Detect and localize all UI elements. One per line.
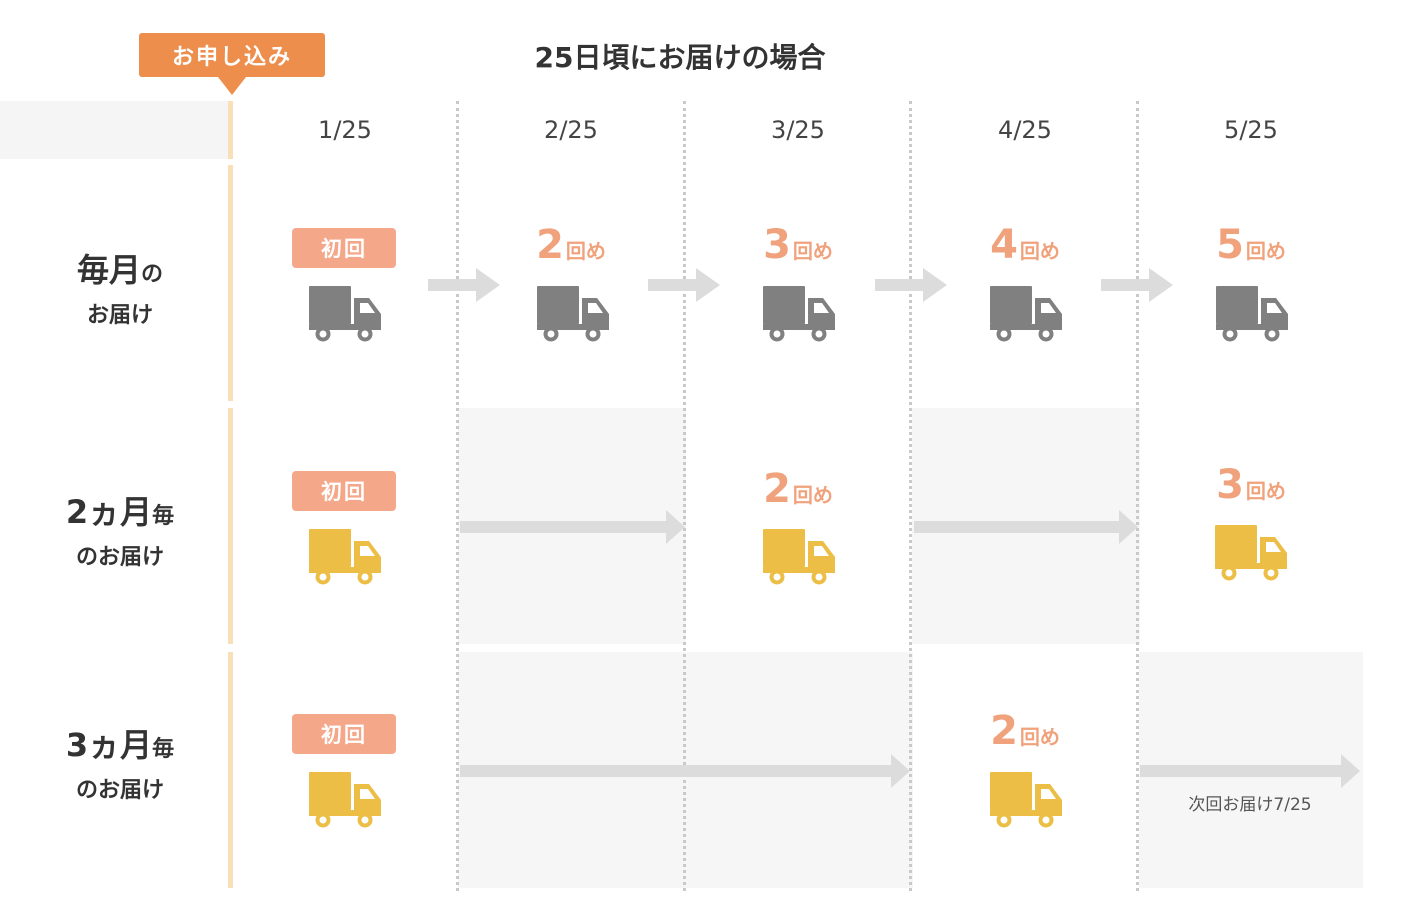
delivery-count-suffix: 回め: [565, 239, 606, 263]
first-delivery-badge: 初回: [292, 471, 396, 511]
truck-icon: [307, 284, 383, 344]
truck-icon: [307, 527, 383, 587]
timeline-axis-segment: [228, 652, 233, 888]
pointer-down-icon: [218, 77, 246, 95]
arrow-right-icon: [648, 268, 720, 302]
truck-icon: [307, 770, 383, 830]
header-strip: [0, 101, 230, 159]
date-label: 1/25: [318, 116, 372, 144]
arrow-right-icon: [1140, 754, 1360, 788]
delivery-count-suffix: 回め: [1019, 239, 1060, 263]
truck-icon: [988, 770, 1064, 830]
date-label: 3/25: [771, 116, 825, 144]
delivery-count-number: 2: [990, 708, 1018, 754]
truck-icon: [761, 284, 837, 344]
truck-icon: [535, 284, 611, 344]
delivery-count-number: 5: [1216, 222, 1244, 268]
month-divider: [683, 101, 686, 891]
row-label-suffix: 毎: [152, 737, 175, 762]
timeline-axis-segment: [228, 101, 233, 159]
row-label-line2: お届け: [86, 303, 153, 328]
delivery-count-suffix: 回め: [792, 483, 833, 507]
delivery-count-number: 2: [763, 466, 791, 512]
delivery-count-number: 2: [536, 222, 564, 268]
row-label-suffix: 毎: [152, 504, 175, 529]
delivery-count-number: 3: [763, 222, 791, 268]
arrow-right-icon: [460, 510, 685, 544]
month-divider: [1136, 101, 1139, 891]
delivery-count-number: 3: [1216, 462, 1244, 508]
row-label-trimonthly: 3ヵ月毎 のお届け: [30, 725, 210, 811]
row-label-monthly: 毎月の お届け: [30, 250, 210, 336]
delivery-count-suffix: 回め: [792, 239, 833, 263]
truck-icon: [1214, 284, 1290, 344]
diagram-title: 25日頃にお届けの場合: [534, 41, 826, 74]
apply-badge: お申し込み: [139, 33, 325, 77]
timeline-axis-segment: [228, 408, 233, 644]
delivery-count-suffix: 回め: [1245, 239, 1286, 263]
truck-icon: [1213, 523, 1289, 583]
timeline-axis-segment: [228, 165, 233, 401]
row-label-main: 3ヵ月: [65, 726, 153, 764]
delivery-count-suffix: 回め: [1245, 479, 1286, 503]
date-label: 2/25: [544, 116, 598, 144]
first-delivery-badge: 初回: [292, 714, 396, 754]
date-label: 4/25: [998, 116, 1052, 144]
first-delivery-badge: 初回: [292, 228, 396, 268]
row-label-main: 毎月: [76, 251, 141, 289]
arrow-right-icon: [428, 268, 500, 302]
month-divider: [456, 101, 459, 891]
delivery-count-suffix: 回め: [1019, 725, 1060, 749]
month-divider: [909, 101, 912, 891]
row-label-line2: のお届け: [75, 778, 164, 803]
arrow-right-icon: [914, 510, 1138, 544]
arrow-right-icon: [875, 268, 947, 302]
row-label-bimonthly: 2ヵ月毎 のお届け: [30, 492, 210, 578]
row-label-line2: のお届け: [75, 545, 164, 570]
row-label-suffix: の: [141, 262, 164, 287]
date-label: 5/25: [1224, 116, 1278, 144]
next-delivery-note: 次回お届け7/25: [1188, 795, 1312, 815]
delivery-count-number: 4: [990, 222, 1018, 268]
row-label-main: 2ヵ月: [65, 493, 153, 531]
arrow-right-icon: [1101, 268, 1173, 302]
arrow-right-icon: [460, 754, 910, 788]
truck-icon: [761, 527, 837, 587]
truck-icon: [988, 284, 1064, 344]
